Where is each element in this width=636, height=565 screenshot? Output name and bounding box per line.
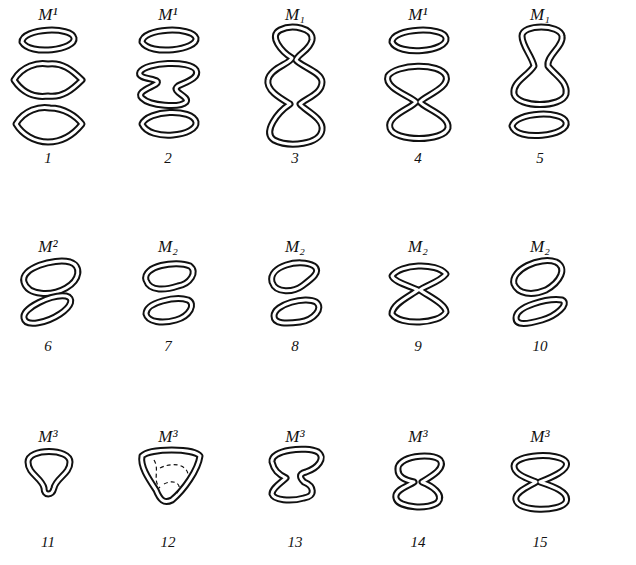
figure-number: 13: [288, 535, 303, 550]
tooth-outline: [140, 30, 197, 135]
figure-number: 3: [291, 151, 299, 166]
tooth-outline: [514, 456, 567, 510]
tooth-label: M³: [408, 428, 427, 445]
tooth-outline: [14, 30, 82, 142]
tooth-label: M₁: [530, 6, 550, 23]
tooth-outline: [146, 264, 194, 322]
tooth-label: M³: [530, 428, 549, 445]
tooth-outline: [512, 27, 566, 136]
tooth-label: M₂: [285, 238, 305, 255]
tooth-outline: [272, 449, 321, 500]
tooth-label: M¹: [408, 6, 427, 23]
tooth-label: M¹: [38, 6, 57, 23]
tooth-outline: [28, 452, 70, 495]
figure-number: 9: [414, 339, 422, 354]
tooth-label: M₂: [530, 238, 550, 255]
tooth-label: M³: [158, 428, 177, 445]
figure-number: 1: [44, 151, 52, 166]
figure-number: 6: [44, 339, 52, 354]
tooth-label: M₂: [158, 238, 178, 255]
figure-number: 11: [41, 535, 55, 550]
figure-number: 12: [161, 535, 176, 550]
tooth-label: M₂: [408, 238, 428, 255]
figure-number: 5: [536, 151, 544, 166]
tooth-label: M¹: [158, 6, 177, 23]
tooth-label: M²: [38, 238, 57, 255]
figure-number: 8: [291, 339, 299, 354]
tooth-label: M³: [38, 428, 57, 445]
tooth-outline: [396, 456, 442, 507]
tooth-outline: [392, 266, 446, 322]
figure-number: 15: [533, 535, 548, 550]
figure-number: 10: [533, 339, 548, 354]
figure-number: 7: [164, 339, 172, 354]
figure-number: 4: [414, 151, 422, 166]
tooth-outline: [142, 450, 200, 502]
figure-number: 14: [411, 535, 426, 550]
tooth-outline: [24, 261, 78, 323]
figure-number: 2: [164, 151, 172, 166]
tooth-outline: [272, 263, 319, 323]
tooth-outline: [268, 27, 322, 144]
tooth-outline: [514, 261, 565, 324]
tooth-label: M³: [285, 428, 304, 445]
tooth-label: M₁: [285, 6, 305, 23]
tooth-outline: [388, 30, 449, 138]
